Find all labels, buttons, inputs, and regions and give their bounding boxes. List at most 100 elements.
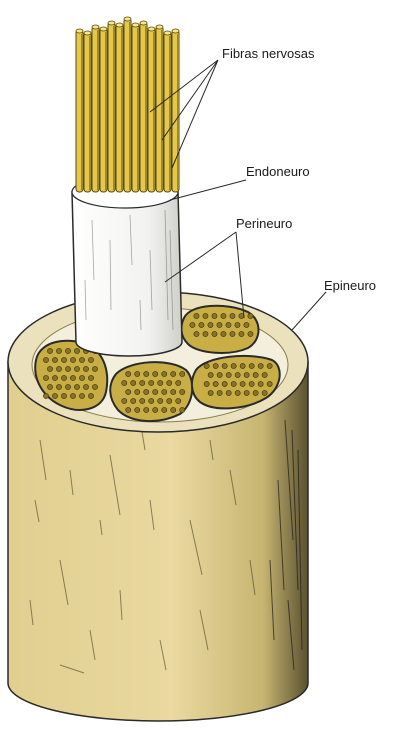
- fascicle-fiber-dot: [131, 380, 136, 385]
- fascicle-fiber-dot: [43, 393, 48, 398]
- fascicle-fiber-dot: [43, 357, 48, 362]
- fascicle-fiber-dot: [194, 313, 199, 318]
- fascicle-fiber-dot: [226, 372, 231, 377]
- fascicle-fiber-dot: [267, 381, 272, 386]
- fascicle-fiber-dot: [213, 363, 218, 368]
- fascicle-fiber-dot: [217, 372, 222, 377]
- fascicle-fiber-dot: [235, 322, 240, 327]
- nerve-fiber-end: [156, 25, 163, 29]
- fascicle-fiber-dot: [240, 381, 245, 386]
- fascicle-fiber-dot: [176, 398, 181, 403]
- fascicle-fiber-dot: [135, 389, 140, 394]
- fascicle-fiber-dot: [180, 407, 185, 412]
- fascicle-fiber-dot: [70, 375, 75, 380]
- fascicle-fiber-dot: [208, 390, 213, 395]
- fascicle-fiber-dot: [231, 363, 236, 368]
- fascicle-fiber-dot: [267, 363, 272, 368]
- fascicle-fiber-dot: [204, 363, 209, 368]
- fascicle-fiber-dot: [244, 322, 249, 327]
- fascicle-fiber-dot: [131, 398, 136, 403]
- fascicle-fiber-dot: [194, 331, 199, 336]
- fascicle-fiber-dot: [140, 380, 145, 385]
- fascicle-fiber-dot: [167, 398, 172, 403]
- fascicle-fiber-dot: [153, 407, 158, 412]
- fascicle-fiber-dot: [176, 380, 181, 385]
- nerve-fiber-end: [172, 29, 179, 33]
- fascicle-fiber-dot: [92, 366, 97, 371]
- fascicle-fiber-dot: [47, 348, 52, 353]
- fascicle-fiber-dot: [239, 331, 244, 336]
- fascicle-top-right: [181, 306, 258, 353]
- fascicle-fiber-dot: [180, 389, 185, 394]
- nerve-fiber-end: [108, 21, 115, 25]
- fascicle-fiber-dot: [158, 398, 163, 403]
- fascicle-fiber-dot: [222, 363, 227, 368]
- fascicle-fiber-dot: [79, 357, 84, 362]
- fascicle-fiber-dot: [74, 366, 79, 371]
- nerve-fiber-end: [124, 17, 131, 21]
- fascicle-fiber-dot: [231, 381, 236, 386]
- fascicle-fiber-dot: [262, 390, 267, 395]
- fascicle-fiber-dot: [144, 407, 149, 412]
- fascicle-fiber-dot: [171, 407, 176, 412]
- fascicle-fiber-dot: [162, 371, 167, 376]
- fascicle-fiber-dot: [199, 322, 204, 327]
- fascicle-fiber-dot: [61, 357, 66, 362]
- label-perineuro: Perineuro: [236, 216, 292, 231]
- fascicle-fiber-dot: [79, 393, 84, 398]
- fascicle-fiber-dot: [47, 384, 52, 389]
- fascicle-fiber-dot: [140, 398, 145, 403]
- fascicle-fiber-dot: [56, 384, 61, 389]
- fascicle-fiber-dot: [221, 331, 226, 336]
- fascicle-fiber-dot: [190, 322, 195, 327]
- fascicle-fiber-dot: [221, 313, 226, 318]
- fascicle-fiber-dot: [258, 363, 263, 368]
- leader-epineuro: [292, 292, 326, 330]
- fascicle-fiber-dot: [65, 366, 70, 371]
- label-fibras-nervosas: Fibras nervosas: [222, 46, 315, 61]
- fascicle-fiber-dot: [226, 322, 231, 327]
- fascicle-fiber-dot: [262, 372, 267, 377]
- fascicle-fiber-dot: [222, 381, 227, 386]
- label-epineuro: Epineuro: [324, 278, 376, 293]
- nerve-fiber-end: [140, 21, 147, 25]
- fascicle-fiber-dot: [43, 375, 48, 380]
- fascicle-fiber-dot: [240, 363, 245, 368]
- nerve-fibers: [76, 17, 179, 192]
- fascicle-fiber-dot: [88, 393, 93, 398]
- fascicle-fiber-dot: [217, 322, 222, 327]
- fascicle-fiber-dot: [230, 313, 235, 318]
- fascicle-fiber-dot: [235, 390, 240, 395]
- nerve-fiber-end: [148, 27, 155, 31]
- nerve-fiber-end: [84, 31, 91, 35]
- fascicle-fiber-dot: [248, 331, 253, 336]
- fascicle-fiber-dot: [83, 366, 88, 371]
- fascicle-fiber-dot: [126, 371, 131, 376]
- fascicle-fiber-dot: [74, 348, 79, 353]
- fascicle-fiber-dot: [258, 381, 263, 386]
- fascicle-fiber-dot: [144, 371, 149, 376]
- nerve-fiber-end: [100, 27, 107, 31]
- nerve-fiber-end: [92, 25, 99, 29]
- nerve-fiber-end: [132, 23, 139, 27]
- fascicle-fiber-dot: [122, 398, 127, 403]
- fascicle-fiber-dot: [52, 393, 57, 398]
- fascicle-fiber-dot: [149, 398, 154, 403]
- fascicle-fiber-dot: [248, 313, 253, 318]
- fascicle-fiber-dot: [126, 407, 131, 412]
- fascicle-fiber-dot: [249, 363, 254, 368]
- fascicle-fiber-dot: [47, 366, 52, 371]
- fascicle-fiber-dot: [208, 322, 213, 327]
- fascicle-fiber-dot: [253, 372, 258, 377]
- fascicle-fiber-dot: [88, 357, 93, 362]
- fascicle-fiber-dot: [83, 384, 88, 389]
- fascicle-fiber-dot: [52, 375, 57, 380]
- fascicle-fiber-dot: [65, 348, 70, 353]
- fascicle-fiber-dot: [180, 371, 185, 376]
- fascicle-fiber-dot: [208, 372, 213, 377]
- fascicle-fiber-dot: [153, 389, 158, 394]
- fascicle-fiber-dot: [235, 372, 240, 377]
- label-endoneuro: Endoneuro: [246, 164, 310, 179]
- fascicle-fiber-dot: [126, 389, 131, 394]
- fascicle-fiber-dot: [65, 384, 70, 389]
